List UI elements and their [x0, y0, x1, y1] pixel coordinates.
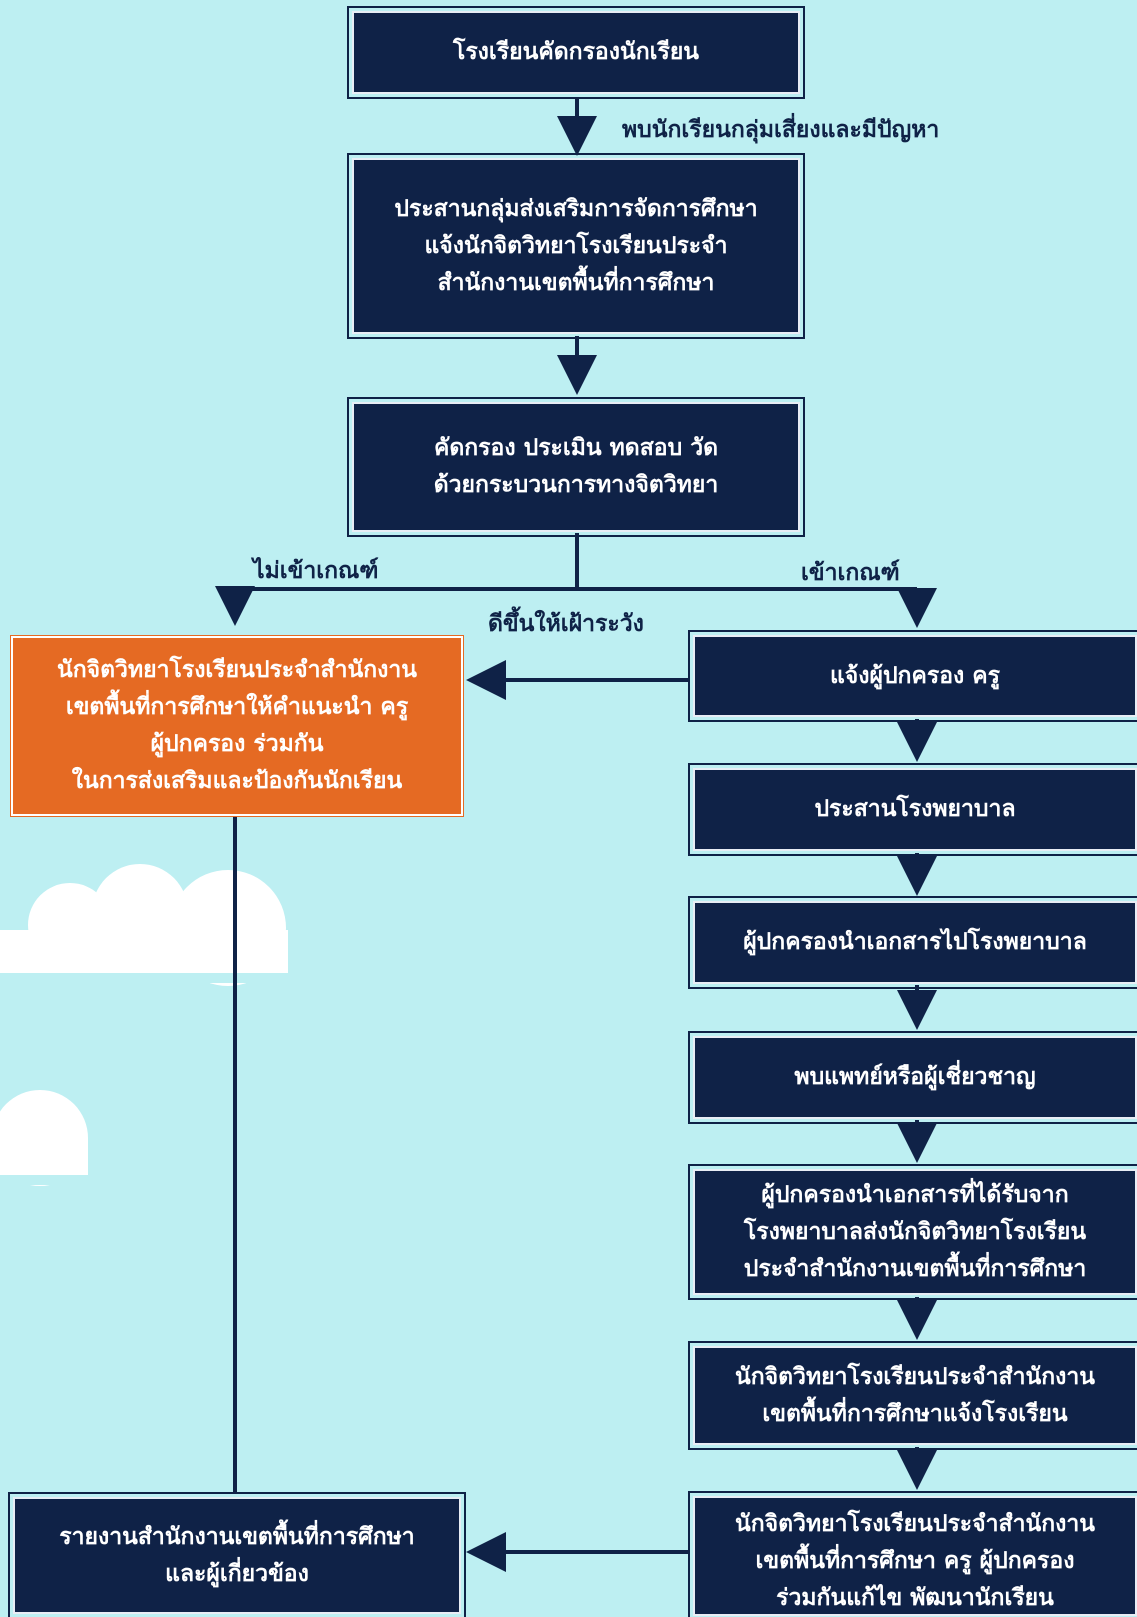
label-not-meet-criteria: ไม่เข้าเกณฑ์ [253, 558, 379, 584]
node-see-doctor: พบแพทย์หรือผู้เชี่ยวชาญ [688, 1031, 1137, 1124]
node-notify-parents-teachers: แจ้งผู้ปกครอง ครู [688, 630, 1137, 722]
node-parents-send-docs: ผู้ปกครองนำเอกสารที่ได้รับจาก โรงพยาบาลส… [688, 1164, 1137, 1300]
node-psychologist-advice: นักจิตวิทยาโรงเรียนประจำสำนักงาน เขตพื้น… [13, 638, 461, 814]
node-coordinate-hospital: ประสานโรงพยาบาล [688, 763, 1137, 856]
label-improved-monitor: ดีขึ้นให้เฝ้าระวัง [488, 611, 644, 637]
node-psych-assessment: คัดกรอง ประเมิน ทดสอบ วัด ด้วยกระบวนการท… [347, 397, 805, 537]
node-report-office: รายงานสำนักงานเขตพื้นที่การศึกษา และผู้เ… [8, 1492, 466, 1617]
node-parents-bring-docs: ผู้ปกครองนำเอกสารไปโรงพยาบาล [688, 896, 1137, 989]
node-school-screening: โรงเรียนคัดกรองนักเรียน [347, 6, 805, 99]
node-joint-development: นักจิตวิทยาโรงเรียนประจำสำนักงาน เขตพื้น… [688, 1491, 1137, 1617]
label-meet-criteria: เข้าเกณฑ์ [801, 560, 900, 586]
node-coordinate-education: ประสานกลุ่มส่งเสริมการจัดการศึกษา แจ้งนั… [347, 153, 805, 339]
node-psychologist-notify-school: นักจิตวิทยาโรงเรียนประจำสำนักงาน เขตพื้น… [688, 1341, 1137, 1450]
label-found-risk-group: พบนักเรียนกลุ่มเสี่ยงและมีปัญหา [622, 117, 940, 143]
